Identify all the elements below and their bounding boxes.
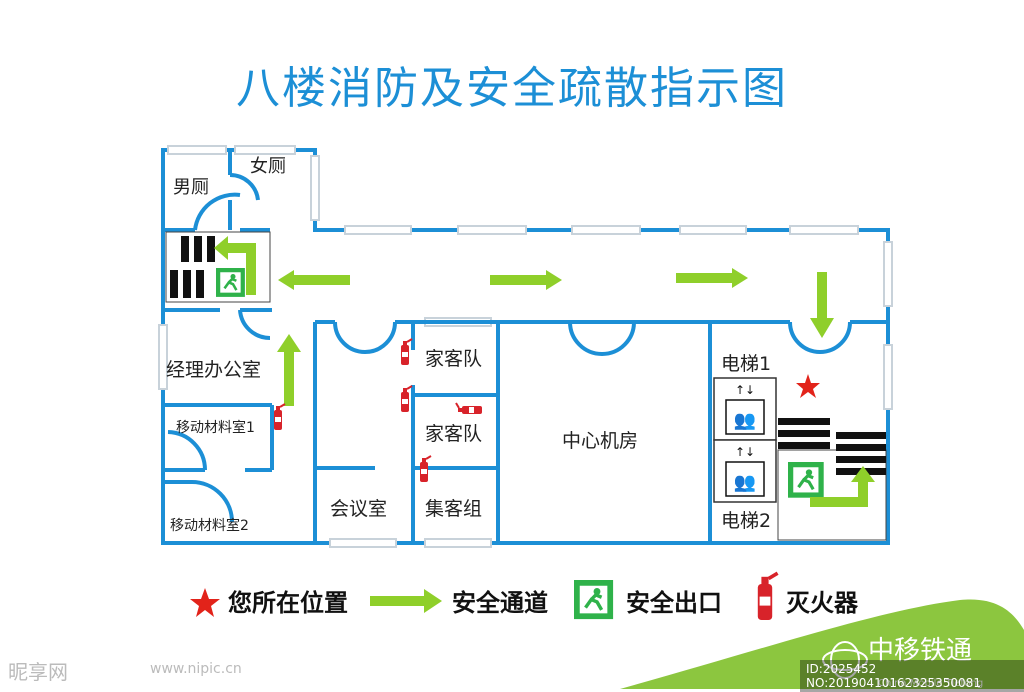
page-title: 八楼消防及安全疏散指示图 <box>236 63 788 114</box>
svg-text:↑↓: ↑↓ <box>735 383 755 397</box>
watermark-id: ID:2025452 NO:20190410162325350081 <box>800 660 1024 692</box>
brand-wave <box>620 599 1024 689</box>
arrow-icon <box>810 466 875 507</box>
brand-name-en: China Mobile Tietong <box>878 678 984 689</box>
room-label-elevator-2: 电梯2 <box>721 510 771 532</box>
door-arcs <box>167 172 852 523</box>
arrow-icon <box>278 270 350 290</box>
room-label-data-center: 中心机房 <box>562 430 638 452</box>
interior-walls <box>163 150 888 543</box>
fire-extinguisher-icon <box>273 403 286 431</box>
room-label-home-customer-2: 家客队 <box>425 423 482 445</box>
brand-name: 中移铁通 <box>868 636 973 666</box>
exit-sign-icon <box>214 266 247 299</box>
stairs-icon <box>165 231 271 303</box>
arrow-icon <box>676 268 748 288</box>
exit-sign-icon <box>786 460 826 500</box>
arrow-icon <box>370 589 442 613</box>
room-label-group-customer: 集客组 <box>425 498 482 520</box>
brand-logo-icon <box>822 641 868 679</box>
fire-extinguisher-icon <box>755 571 780 622</box>
room-label-mobile-material-1: 移动材料室1 <box>176 419 255 436</box>
room-label-manager-office: 经理办公室 <box>166 359 261 381</box>
room-label-mens-toilet: 男厕 <box>173 177 209 198</box>
room-label-elevator-1: 电梯1 <box>721 353 771 375</box>
elevator-icon: ↑↓ 👥 <box>713 377 777 441</box>
legend-safe-passage: 安全通道 <box>452 589 548 617</box>
outer-walls <box>161 148 890 545</box>
arrow-icon <box>490 270 562 290</box>
legend-you-are-here: 您所在位置 <box>228 589 348 617</box>
room-label-womens-toilet: 女厕 <box>250 156 286 177</box>
watermark-site: www.nipic.cn <box>150 661 242 677</box>
windows <box>158 145 893 548</box>
fire-extinguisher-icon <box>455 402 483 415</box>
legend-safe-exit: 安全出口 <box>626 589 722 617</box>
room-label-mobile-material-2: 移动材料室2 <box>170 517 249 534</box>
legend: 您所在位置 安全通道 安全出口 灭火器 <box>190 571 859 622</box>
svg-text:↑↓: ↑↓ <box>735 445 755 459</box>
room-label-home-customer-1: 家客队 <box>425 348 482 370</box>
svg-text:👥: 👥 <box>734 472 756 493</box>
exit-sign-icon <box>572 578 615 621</box>
fire-extinguisher-icon <box>400 338 413 366</box>
watermark-logo: 昵享网 <box>8 660 68 684</box>
star-icon <box>190 588 220 617</box>
arrow-icon <box>214 236 256 295</box>
room-label-meeting-room: 会议室 <box>330 498 387 520</box>
arrow-icon <box>810 272 834 338</box>
star-icon <box>796 374 820 398</box>
elevator-icon: ↑↓ 👥 <box>713 439 777 503</box>
svg-text:👥: 👥 <box>734 410 756 431</box>
legend-extinguisher: 灭火器 <box>786 589 859 617</box>
fire-extinguisher-icon <box>400 385 413 413</box>
arrow-icon <box>277 334 301 406</box>
